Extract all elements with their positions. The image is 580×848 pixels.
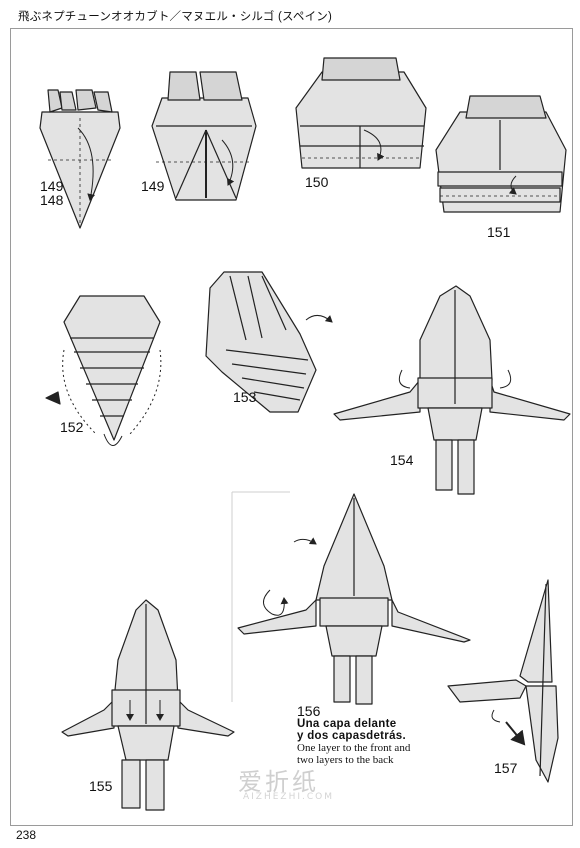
watermark-url: AIZHEZHI.COM	[243, 792, 335, 802]
caption-en-line-1: One layer to the front and	[297, 742, 411, 754]
page-frame	[10, 28, 573, 826]
step-154-figure	[333, 285, 571, 495]
caption-es-line-2: y dos capasdetrás.	[297, 730, 406, 742]
watermark-text: 爱折纸	[238, 768, 319, 796]
page-header-title: 飛ぶネプチューンオオカブト／マヌエル・シルゴ (スペイン)	[18, 11, 333, 23]
page-number: 238	[16, 828, 37, 842]
step-label-152: 152	[60, 419, 84, 435]
step-149-b-figure	[151, 71, 257, 201]
step-156-figure	[231, 491, 471, 705]
step-155-figure	[61, 599, 235, 811]
step-label-149-a: 149	[40, 178, 64, 194]
step-label-157: 157	[494, 760, 518, 776]
caption-en-line-2: two layers to the back	[297, 754, 394, 766]
step-151-figure	[435, 95, 567, 213]
step-149-a-figure	[39, 89, 121, 229]
step-153-figure	[205, 271, 333, 413]
step-label-150: 150	[305, 174, 329, 190]
step-label-155: 155	[89, 778, 113, 794]
step-152-figure	[45, 295, 162, 446]
caption-es-line-1: Una capa delante	[297, 718, 397, 730]
step-label-156: 156	[297, 703, 321, 719]
step-156-caption: Una capa delante y dos capasdetrás. One …	[297, 718, 447, 766]
step-157-figure	[447, 579, 559, 783]
step-label-153: 153	[233, 389, 257, 405]
step-label-151: 151	[487, 224, 511, 240]
step-label-154: 154	[390, 452, 414, 468]
step-label-148: 148	[40, 192, 64, 208]
step-150-figure	[295, 57, 427, 169]
step-label-149-b: 149	[141, 178, 165, 194]
